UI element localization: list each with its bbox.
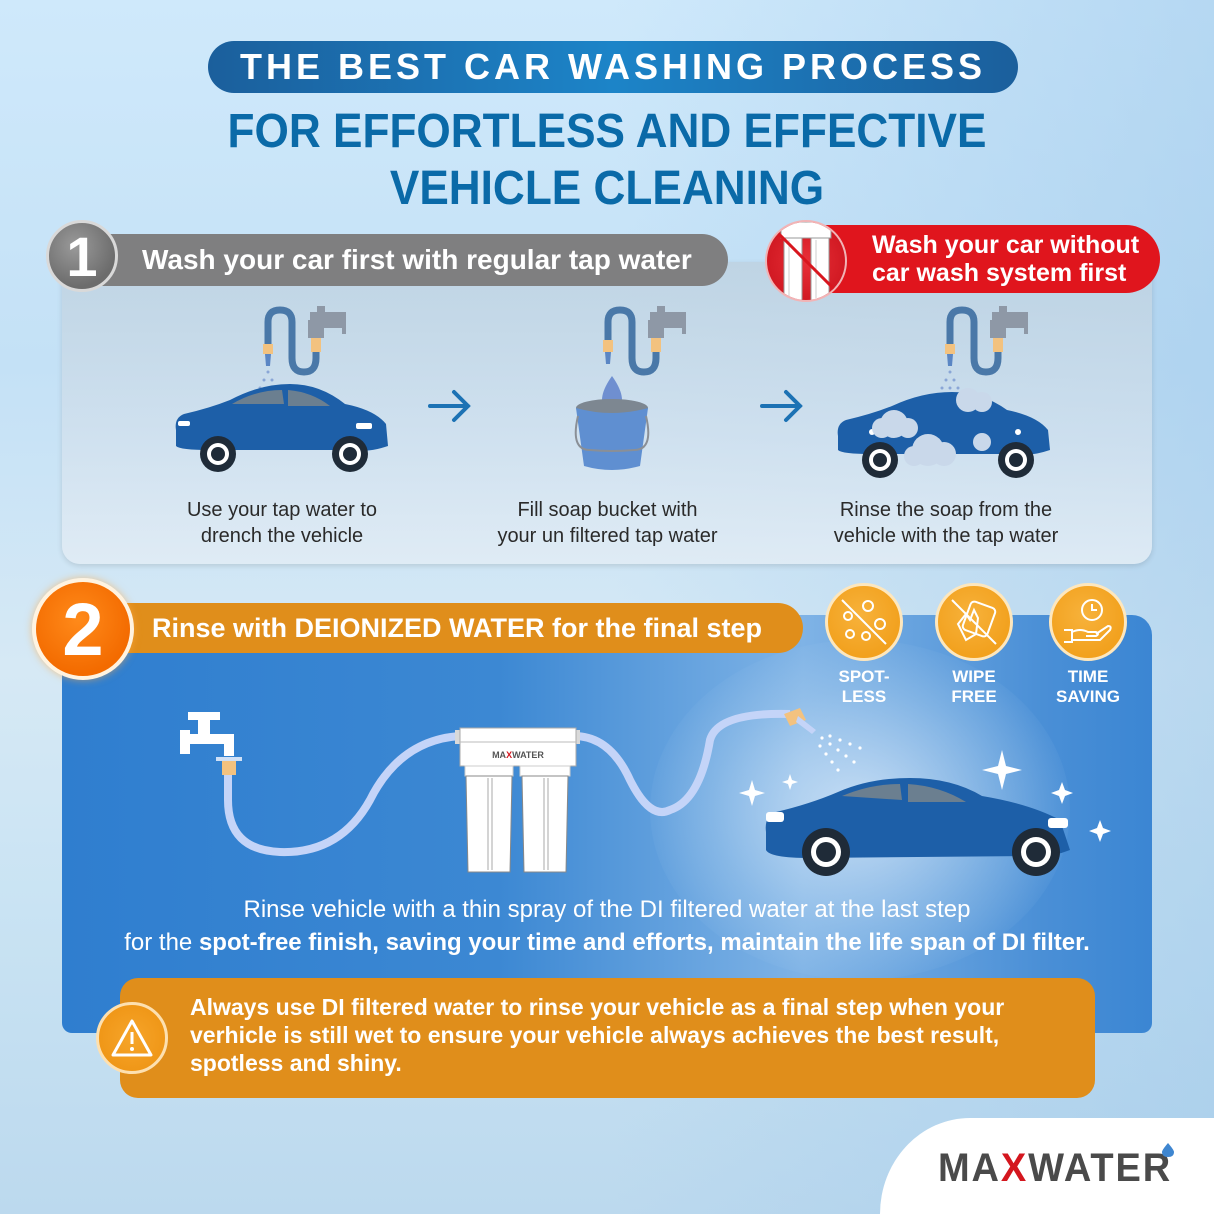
caption-line: Use your tap water to <box>186 499 378 521</box>
step1-item3-caption: Rinse the soap from the vehicle with the… <box>806 497 1086 549</box>
feature-label: FREE <box>951 687 997 706</box>
arrow-right-icon <box>428 390 471 422</box>
feature-label: WIPE <box>952 667 996 686</box>
step1-item2-caption: Fill soap bucket with your un filtered t… <box>470 497 745 549</box>
filter-housing-icon: MAXWATER <box>455 727 580 873</box>
caption-line: vehicle with the tap water <box>833 525 1059 547</box>
caption-line: Fill soap bucket with <box>517 499 698 521</box>
header-title-pill: THE BEST CAR WASHING PROCESS <box>208 41 1018 93</box>
feature-label: TIME <box>1067 667 1109 686</box>
tip-line: spotless and shiny. <box>190 1050 402 1076</box>
feature-spotless: SPOT-LESS <box>809 583 919 707</box>
step2-title-bar: Rinse with DEIONIZED WATER for the final… <box>110 603 803 653</box>
no-filter-system-icon <box>765 220 847 302</box>
tip-line: verhicle is still wet to ensure your veh… <box>190 1022 1000 1048</box>
tip-line: Always use DI filtered water to rinse yo… <box>190 994 1005 1020</box>
logo-card <box>880 1118 1214 1214</box>
sparkle-icons <box>739 750 1111 842</box>
car-spray-icon <box>175 306 388 472</box>
step2-number-badge: 2 <box>32 578 134 680</box>
time-saving-icon <box>1049 583 1127 661</box>
rinse-description-line2: for the spot-free finish, saving your ti… <box>62 929 1152 957</box>
brand-logo: MAXWATER <box>938 1146 1172 1191</box>
step1-number-badge: 1 <box>46 220 118 292</box>
description-bold: spot-free finish, saving your time and e… <box>198 929 1090 956</box>
wipe-free-icon <box>935 583 1013 661</box>
water-drop-icon <box>1162 1143 1174 1157</box>
brand-x: X <box>1000 1146 1029 1190</box>
bucket-icon <box>574 306 686 470</box>
caption-line: your un filtered tap water <box>497 525 718 547</box>
svg-text:MAXWATER: MAXWATER <box>492 750 544 760</box>
tip-box: Always use DI filtered water to rinse yo… <box>120 978 1095 1098</box>
step1-title-bar: Wash your car first with regular tap wat… <box>98 234 728 286</box>
step1-item1-caption: Use your tap water to drench the vehicle <box>152 497 412 549</box>
header-subtitle-line1: FOR EFFORTLESS AND EFFECTIVE <box>227 105 987 158</box>
header-title: THE BEST CAR WASHING PROCESS <box>239 46 987 87</box>
description-prefix: for the <box>124 929 199 956</box>
warning-line2: car wash system first <box>872 259 1127 287</box>
feature-label: LESS <box>841 687 887 706</box>
caption-line: drench the vehicle <box>200 525 364 547</box>
di-filter-system-illustration: MAXWATER <box>180 708 1111 876</box>
soapy-car-icon <box>837 306 1050 478</box>
step1-warning-pill: Wash your car without car wash system fi… <box>820 225 1160 293</box>
brand-part2: WATER <box>1028 1146 1173 1190</box>
feature-label: SAVING <box>1056 687 1120 706</box>
warning-line1: Wash your car without <box>872 231 1140 259</box>
faucet-icon <box>180 712 242 775</box>
rinse-description-line1: Rinse vehicle with a thin spray of the D… <box>243 896 971 923</box>
spotless-icon <box>825 583 903 661</box>
feature-label: SPOT- <box>838 667 890 686</box>
header-subtitle-line2: VEHICLE CLEANING <box>389 162 825 215</box>
caption-line: Rinse the soap from the <box>839 499 1053 521</box>
car-icon <box>765 778 1070 876</box>
step1-title: Wash your car first with regular tap wat… <box>142 244 692 275</box>
step2-title: Rinse with DEIONIZED WATER for the final… <box>152 612 763 643</box>
brand-part1: MA <box>938 1146 1001 1190</box>
arrow-right-icon <box>760 390 803 422</box>
warning-icon <box>96 1002 168 1074</box>
